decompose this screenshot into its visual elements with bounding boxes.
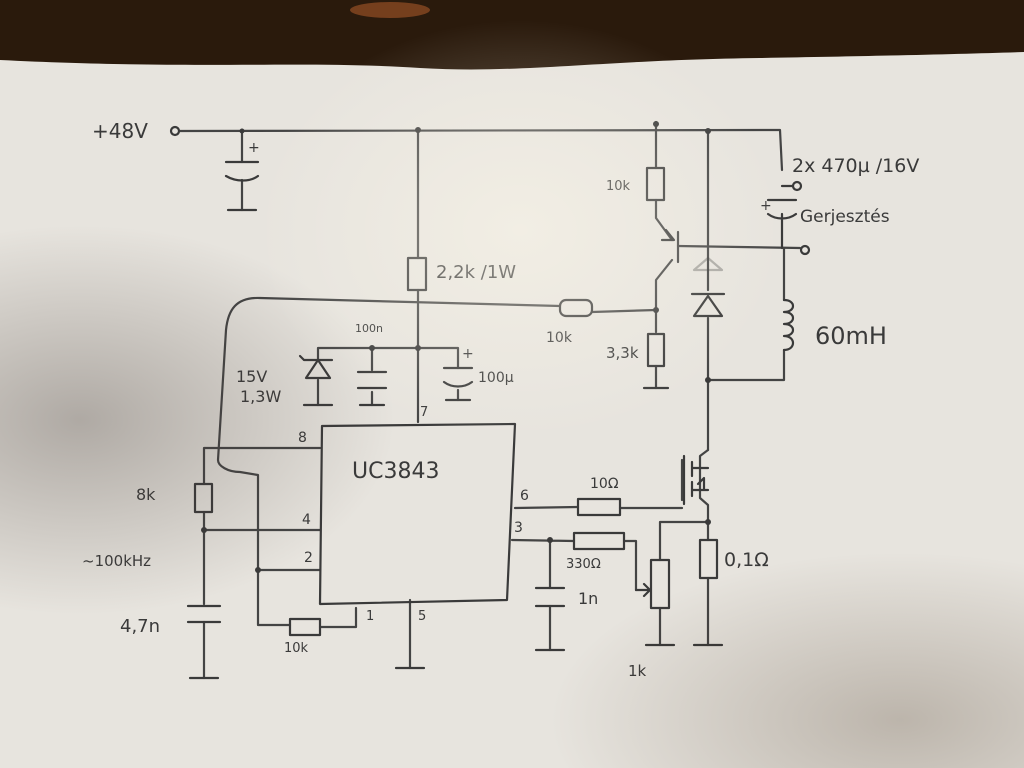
r-sense-label: 0,1Ω bbox=[724, 549, 769, 571]
r-2k2-label: 2,2k /1W bbox=[436, 262, 516, 283]
junction-dot bbox=[705, 519, 711, 525]
resistor-8k-icon bbox=[193, 482, 214, 514]
resistor-2k2-icon bbox=[406, 256, 428, 292]
capacitor-1n-icon bbox=[534, 586, 566, 608]
resistor-3k3-icon bbox=[646, 332, 666, 368]
resistor-10k-top-icon bbox=[645, 166, 666, 202]
ic-pin8-label: 8 bbox=[298, 430, 307, 446]
ic-pin3-label: 3 bbox=[514, 520, 523, 536]
potentiometer-1k-icon bbox=[649, 558, 671, 610]
pot-1k-label: 1k bbox=[628, 662, 647, 680]
cap-2x470-label: 2x 470µ /16V bbox=[792, 155, 919, 177]
r-330ohm-label: 330Ω bbox=[566, 557, 601, 572]
junction-dot bbox=[239, 128, 245, 134]
excitation-label: Gerjesztés bbox=[800, 207, 890, 227]
junction-dot bbox=[547, 537, 553, 543]
pnp-transistor-icon bbox=[660, 228, 676, 242]
bulk-capacitor-icon bbox=[224, 160, 260, 182]
junction-dot bbox=[415, 127, 421, 133]
zener-diode-icon bbox=[298, 354, 334, 380]
cap-100u-plus: + bbox=[462, 346, 474, 362]
junction-dot bbox=[653, 121, 659, 127]
r-10k-top-label: 10k bbox=[606, 179, 631, 194]
resistor-10ohm-icon bbox=[576, 497, 622, 517]
paper-sheet bbox=[0, 52, 1024, 768]
cap-1n-label: 1n bbox=[578, 589, 598, 608]
junction-dot bbox=[255, 567, 261, 573]
r-3k3-label: 3,3k bbox=[606, 344, 639, 362]
oscillator-freq-label: ~100kHz bbox=[82, 552, 151, 570]
junction-dot bbox=[705, 128, 711, 134]
excitation-terminal-icon bbox=[799, 244, 811, 256]
junction-dot bbox=[369, 345, 375, 351]
decoupling-bus-wire bbox=[316, 346, 460, 372]
capacitor-100u-icon bbox=[442, 366, 474, 388]
pnp-emitter-wire bbox=[654, 120, 674, 242]
r-10ohm-label: 10Ω bbox=[590, 476, 619, 492]
junction-dot bbox=[705, 377, 711, 383]
r-8k-label: 8k bbox=[136, 485, 156, 504]
resistor-10k-bottom-icon bbox=[288, 617, 322, 637]
pot-wiper-icon bbox=[634, 582, 652, 598]
excitation-line-wire bbox=[676, 244, 802, 250]
pnp-collector-wire bbox=[654, 258, 674, 390]
junction-dot bbox=[201, 527, 207, 533]
components: + + bbox=[169, 121, 811, 680]
r-10k-feedback-label: 10k bbox=[546, 330, 573, 346]
mosfet-gate-wire bbox=[618, 458, 684, 510]
resistor-sense-icon bbox=[698, 538, 719, 580]
resistor-10k-feedback-icon bbox=[558, 298, 594, 318]
capacitor-2x470-icon bbox=[766, 198, 798, 250]
inductor-label: 60mH bbox=[815, 322, 887, 350]
supply-terminal-icon bbox=[169, 125, 181, 137]
diode-ghost-icon bbox=[692, 256, 724, 272]
zener-voltage-label: 15V bbox=[236, 367, 267, 386]
cap-4n7-label: 4,7n bbox=[120, 616, 160, 637]
supply-label: +48V bbox=[92, 119, 148, 143]
r-10k-bottom-label: 10k bbox=[284, 641, 309, 656]
cap-100n-label: 100n bbox=[355, 322, 383, 335]
ic-pin6-label: 6 bbox=[520, 488, 529, 504]
junction-dot bbox=[653, 307, 659, 313]
top-rail-wire bbox=[178, 128, 784, 172]
junction-dot bbox=[415, 345, 421, 351]
ic-pin7-label: 7 bbox=[420, 405, 428, 420]
flyback-diode-icon bbox=[690, 292, 726, 318]
capacitor-100n-icon bbox=[356, 370, 388, 390]
capacitor-4n7-icon bbox=[186, 604, 222, 624]
labels: +48V 2x 470µ /16V Gerjesztés 10k 2,2k /1… bbox=[82, 119, 919, 680]
pin6-wire bbox=[513, 505, 580, 510]
feedback-wire bbox=[216, 296, 658, 629]
inductor-wire bbox=[706, 246, 786, 382]
zener-power-label: 1,3W bbox=[240, 387, 281, 406]
ic-pin5-label: 5 bbox=[418, 609, 426, 624]
ic-pin1-label: 1 bbox=[366, 609, 374, 624]
light-glow bbox=[350, 2, 430, 18]
resistor-330ohm-icon bbox=[572, 531, 626, 551]
ic-uc3843-body bbox=[318, 422, 517, 606]
ic-pin4-label: 4 bbox=[302, 512, 311, 528]
cap-470-plus: + bbox=[760, 198, 772, 214]
sense-line-wire bbox=[658, 520, 710, 562]
mosfet-icon bbox=[682, 454, 710, 506]
decoupling-ground-wire bbox=[316, 378, 460, 407]
cap-100u-label: 100µ bbox=[478, 370, 514, 386]
ic-name-label: UC3843 bbox=[352, 459, 439, 484]
bulk-cap-plus: + bbox=[248, 140, 260, 156]
ic-pin2-label: 2 bbox=[304, 550, 313, 566]
inductor-coil-icon bbox=[782, 298, 795, 352]
pin3-wire bbox=[510, 538, 638, 652]
pin8-wire bbox=[202, 446, 322, 486]
